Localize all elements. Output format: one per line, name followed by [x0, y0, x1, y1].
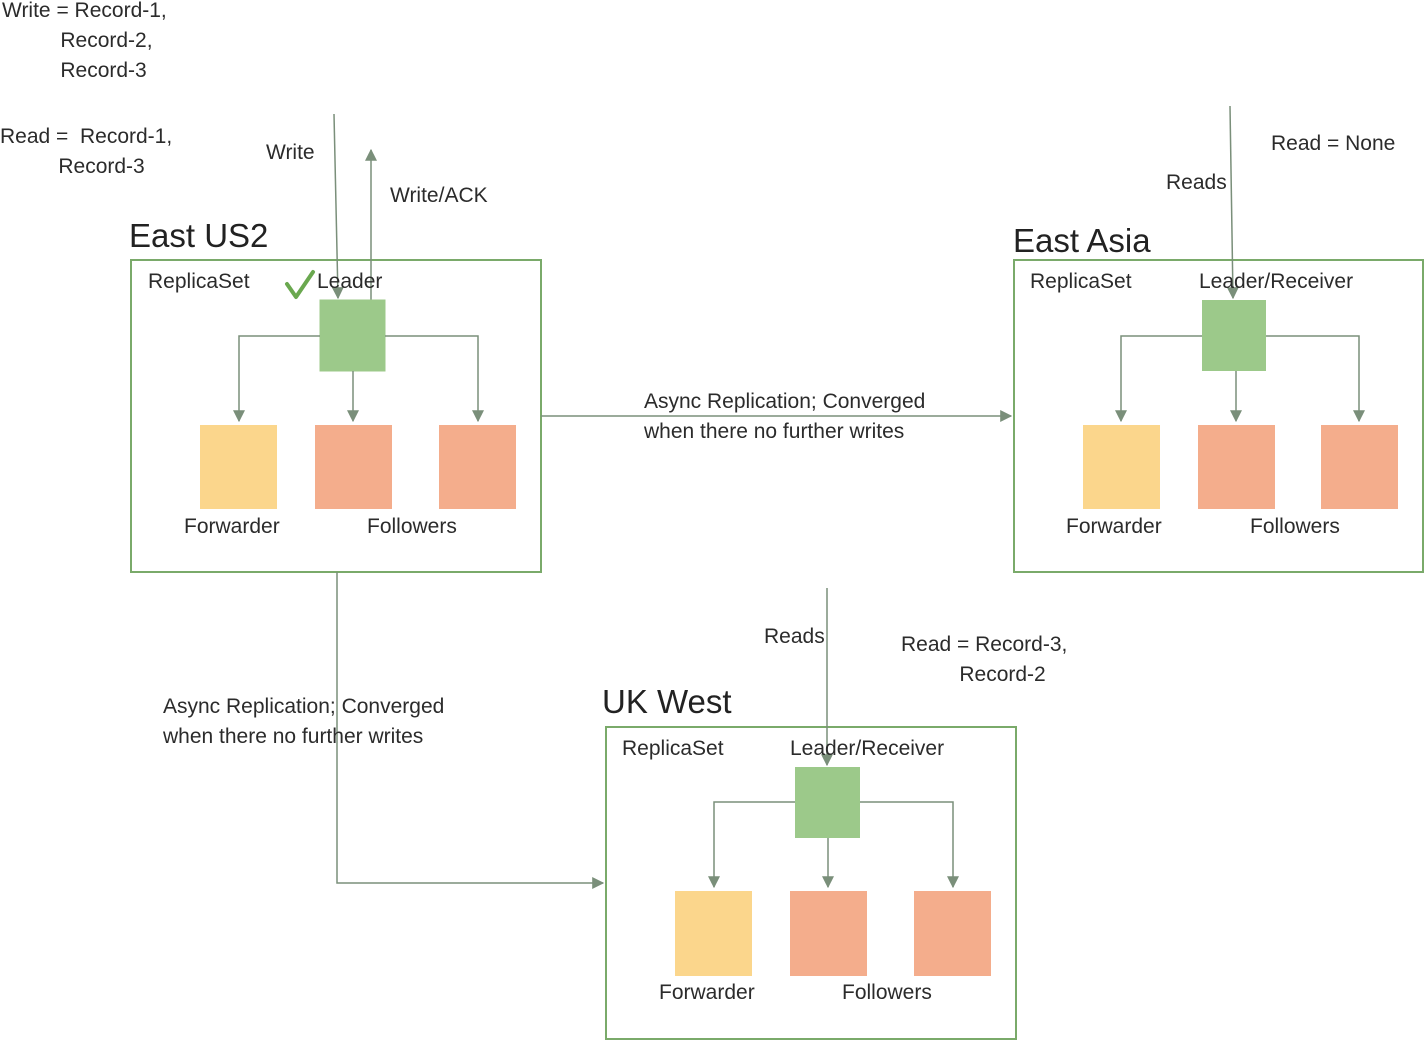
east-asia-follower-node-1 [1198, 425, 1275, 509]
east-asia-connector-forwarder [1115, 335, 1202, 423]
east-us-read-note: Read = Record-1, Record-3 [0, 125, 173, 178]
uk-west-connector-follower-2 [860, 801, 959, 889]
write-label: Write [266, 141, 315, 164]
write-ack-label: Write/ACK [390, 184, 488, 207]
replication-label-east-asia: Async Replication; Converged when there … [644, 390, 926, 443]
east-us2-forwarder-node [200, 425, 277, 509]
east-asia-leader-label: Leader/Receiver [1199, 270, 1354, 293]
uk-west-replicaset-label: ReplicaSet [622, 737, 724, 760]
east-us2-title: East US2 [129, 217, 269, 254]
write-records-note: Write = Record-1, Record-2, Record-3 [2, 0, 167, 82]
east-asia-forwarder-node [1083, 425, 1160, 509]
uk-west-region-box [605, 726, 1017, 1040]
east-us2-follower-node-1 [315, 425, 392, 509]
east-asia-replicaset-label: ReplicaSet [1030, 270, 1132, 293]
east-us2-connector-forwarder [233, 335, 320, 423]
east-us2-forwarder-label: Forwarder [184, 515, 280, 538]
east-asia-read-result: Read = None [1271, 132, 1396, 155]
east-us2-leader-node [319, 299, 386, 372]
uk-west-follower-node-2 [914, 891, 991, 976]
uk-west-leader-node [795, 767, 860, 838]
east-asia-follower-node-2 [1321, 425, 1398, 509]
uk-west-followers-label: Followers [842, 981, 932, 1004]
uk-west-forwarder-label: Forwarder [659, 981, 755, 1004]
uk-west-connector-forwarder [708, 801, 795, 889]
east-us2-follower-node-2 [439, 425, 516, 509]
east-asia-reads-arrow [1226, 105, 1239, 300]
east-asia-reads-label: Reads [1166, 171, 1227, 194]
replication-label-uk-west: Async Replication; Converged when there … [163, 695, 445, 748]
east-asia-connector-follower-2 [1266, 335, 1365, 423]
east-us2-connector-follower-2 [385, 335, 484, 423]
checkmark-icon [285, 270, 315, 299]
uk-west-title: UK West [602, 683, 732, 720]
east-asia-title: East Asia [1013, 222, 1151, 259]
uk-west-reads-label: Reads [764, 625, 825, 648]
uk-west-forwarder-node [675, 891, 752, 976]
uk-west-follower-node-1 [790, 891, 867, 976]
east-asia-forwarder-label: Forwarder [1066, 515, 1162, 538]
write-arrow [331, 113, 344, 300]
east-us2-leader-label: Leader [317, 270, 383, 293]
replication-arrow-uk-west [336, 572, 605, 889]
east-asia-region-box [1013, 259, 1424, 573]
east-us2-followers-label: Followers [367, 515, 457, 538]
east-asia-followers-label: Followers [1250, 515, 1340, 538]
uk-west-read-result: Read = Record-3, Record-2 [901, 633, 1068, 686]
east-asia-leader-node [1202, 300, 1266, 371]
east-us2-replicaset-label: ReplicaSet [148, 270, 250, 293]
uk-west-leader-label: Leader/Receiver [790, 737, 945, 760]
